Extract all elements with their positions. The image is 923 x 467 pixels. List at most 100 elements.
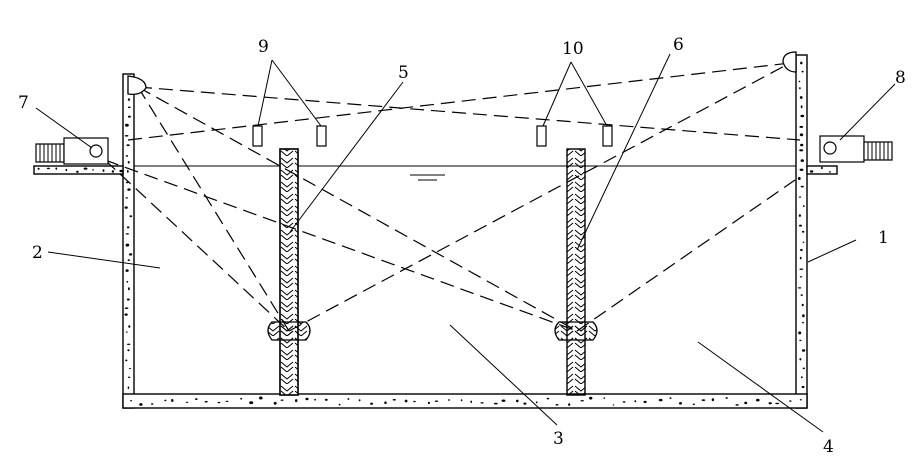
concrete-speck	[127, 386, 130, 390]
concrete-speck	[124, 307, 129, 310]
concrete-speck	[225, 400, 229, 402]
concrete-speck	[126, 144, 130, 147]
concrete-speck	[127, 98, 130, 101]
device-7	[35, 137, 109, 165]
concrete-speck	[130, 400, 133, 402]
label-6: 6	[673, 35, 684, 55]
concrete-speck	[744, 401, 748, 405]
left-wall-sensor	[127, 75, 147, 96]
concrete-speck	[37, 167, 40, 170]
concrete-speck	[555, 404, 559, 406]
baffle-left	[279, 148, 299, 396]
concrete-speck	[799, 168, 804, 171]
concrete-speck	[801, 70, 804, 73]
concrete-speck	[338, 403, 341, 406]
concrete-speck	[280, 399, 284, 401]
concrete-speck	[55, 167, 58, 170]
concrete-speck	[800, 61, 803, 65]
concrete-speck	[809, 170, 814, 173]
concrete-speck	[111, 170, 115, 173]
label-4: 4	[823, 437, 834, 457]
concrete-speck	[797, 287, 802, 289]
concrete-speck	[725, 397, 728, 399]
label-8: 8	[895, 68, 906, 88]
concrete-speck	[798, 80, 801, 83]
concrete-speck	[392, 399, 396, 401]
concrete-speck	[127, 349, 130, 352]
concrete-speck	[404, 399, 408, 403]
concrete-speck	[523, 402, 527, 405]
concrete-speck	[448, 399, 450, 401]
concrete-speck	[799, 268, 804, 270]
concrete-speck	[65, 168, 68, 172]
concrete-speck	[802, 321, 804, 324]
concrete-speck	[314, 398, 316, 401]
concrete-speck	[768, 402, 772, 405]
concrete-speck	[799, 125, 804, 128]
label-9: 9	[258, 37, 269, 57]
concrete-speck	[259, 396, 263, 400]
label-1: 1	[878, 228, 889, 248]
concrete-speck	[217, 401, 221, 404]
concrete-speck	[126, 280, 129, 283]
concrete-speck	[775, 402, 780, 405]
concrete-speck	[164, 399, 167, 402]
concrete-speckles	[37, 61, 832, 406]
concrete-speck	[125, 243, 130, 247]
concrete-speck	[800, 143, 804, 147]
concrete-speck	[125, 123, 129, 127]
concrete-speck	[76, 170, 79, 173]
concrete-speck	[126, 170, 129, 173]
concrete-speck	[139, 403, 143, 406]
concrete-speck	[470, 400, 473, 404]
concrete-speck	[799, 256, 802, 260]
label-7: 7	[18, 93, 29, 113]
concrete-speck	[798, 196, 802, 198]
concrete-speck	[643, 400, 647, 404]
concrete-speck	[800, 294, 803, 296]
concrete-speck	[800, 105, 803, 109]
concrete-speck	[127, 376, 131, 378]
concrete-speck	[789, 400, 792, 402]
concrete-speck	[127, 161, 130, 164]
concrete-speck	[124, 135, 129, 137]
tank-floor	[122, 393, 808, 409]
concrete-speck	[799, 224, 802, 227]
concrete-speck	[249, 401, 254, 405]
sensor-10-left	[536, 125, 547, 147]
concrete-speck	[800, 248, 803, 252]
concrete-speck	[125, 359, 128, 362]
concrete-speck	[580, 400, 584, 402]
concrete-speck	[295, 399, 298, 403]
left-ledge	[33, 165, 124, 175]
concrete-speck	[634, 400, 637, 403]
concrete-speck	[240, 397, 243, 400]
concrete-speck	[801, 385, 805, 389]
beam-paths	[104, 62, 801, 332]
concrete-speck	[125, 155, 129, 157]
concrete-speck	[679, 402, 682, 405]
concrete-speck	[589, 396, 593, 400]
label-2: 2	[32, 243, 43, 263]
concrete-speck	[434, 400, 439, 402]
concrete-speck	[735, 404, 739, 406]
concrete-speck	[413, 400, 416, 403]
concrete-speck	[324, 398, 328, 401]
concrete-speck	[125, 233, 129, 235]
concrete-speck	[480, 402, 484, 404]
concrete-speck	[83, 167, 88, 170]
concrete-speck	[128, 325, 131, 328]
left-wall	[122, 73, 135, 409]
concrete-speck	[546, 397, 550, 400]
concrete-speck	[46, 167, 51, 170]
concrete-speck	[622, 401, 626, 403]
concrete-speck	[756, 398, 760, 402]
concrete-speck	[347, 398, 350, 400]
concrete-speck	[129, 367, 131, 370]
concrete-speck	[711, 398, 715, 402]
concrete-speck	[126, 298, 130, 301]
concrete-speck	[150, 403, 154, 405]
concrete-speck	[127, 287, 130, 291]
concrete-speck	[535, 401, 538, 404]
